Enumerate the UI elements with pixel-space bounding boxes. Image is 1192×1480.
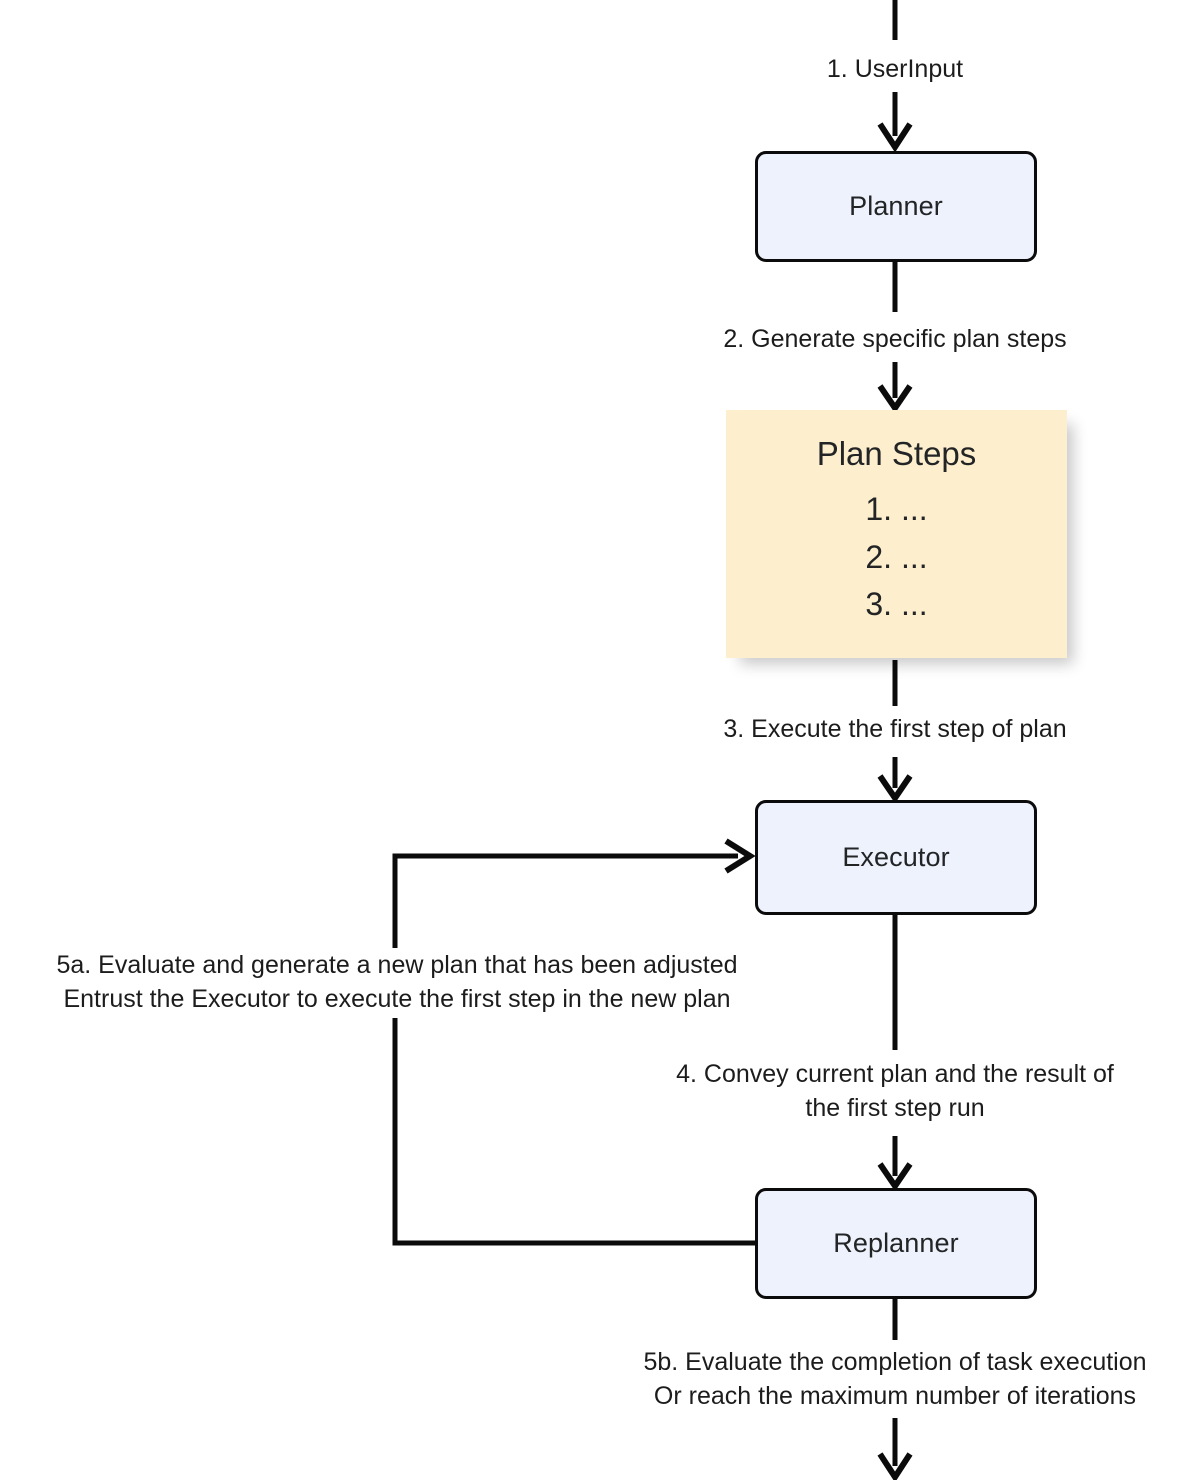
node-planner[interactable]: Planner <box>755 151 1037 262</box>
node-plan-steps-list: 1. ... 2. ... 3. ... <box>865 486 927 628</box>
edge-label-task-complete: 5b. Evaluate the completion of task exec… <box>595 1345 1192 1415</box>
node-replanner[interactable]: Replanner <box>755 1188 1037 1299</box>
plan-step-item: 1. ... <box>865 491 928 528</box>
node-plan-steps-title: Plan Steps <box>816 435 977 472</box>
node-planner-label: Planner <box>849 191 943 221</box>
edge-label-execute-first-step: 3. Execute the first step of plan <box>615 712 1175 748</box>
edge-feedback-upper <box>392 853 738 960</box>
node-replanner-label: Replanner <box>833 1228 959 1258</box>
plan-step-item: 2. ... <box>865 538 928 575</box>
node-executor[interactable]: Executor <box>755 800 1037 915</box>
edge-label-generate-plan-steps: 2. Generate specific plan steps <box>635 322 1155 358</box>
edge-label-user-input: 1. UserInput <box>745 52 1045 88</box>
node-plan-steps[interactable]: Plan Steps 1. ... 2. ... 3. ... <box>726 410 1067 658</box>
edge-label-convey-result: 4. Convey current plan and the result of… <box>625 1057 1165 1127</box>
node-executor-label: Executor <box>842 842 950 872</box>
plan-step-item: 3. ... <box>865 586 928 623</box>
edge-replanner-to-executor-loop <box>392 1018 755 1246</box>
edge-label-replan-feedback: 5a. Evaluate and generate a new plan tha… <box>2 948 792 1018</box>
